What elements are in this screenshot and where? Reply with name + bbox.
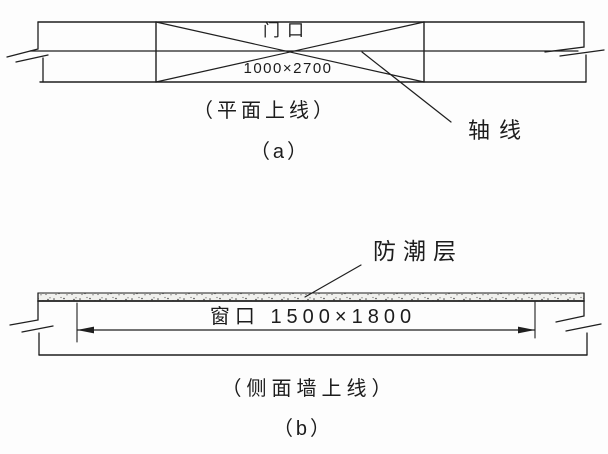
damp-proof-strip (38, 293, 584, 301)
damp-proof-layer-label: 防潮层 (373, 238, 463, 264)
figure-a-linework (6, 21, 605, 123)
side-wall-caption: （侧面墙上线） (221, 378, 397, 400)
break-symbol-elev-left (9, 292, 54, 356)
axis-line-label: 轴线 (467, 118, 531, 143)
dimension-arrow-left (77, 326, 94, 334)
dimension-arrow-right (518, 326, 535, 334)
door-size-label: 1000×2700 (243, 60, 333, 77)
break-symbol-plan-right (544, 21, 605, 83)
break-symbol-plan-left (6, 21, 49, 83)
figure-b-caption: （b） (272, 418, 334, 440)
opening-cross-diagonal-2 (155, 21, 425, 83)
window-size-label: 窗口 1500×1800 (209, 306, 417, 328)
damp-proof-leader-line (304, 264, 362, 298)
break-symbol-elev-right (555, 292, 602, 356)
figure-b-linework (9, 264, 602, 356)
axis-leader-line (361, 51, 452, 123)
figure-a-caption: （a） (249, 141, 311, 163)
plan-view-caption: （平面上线） (193, 100, 337, 122)
door-opening-label: 门口 (263, 21, 311, 40)
